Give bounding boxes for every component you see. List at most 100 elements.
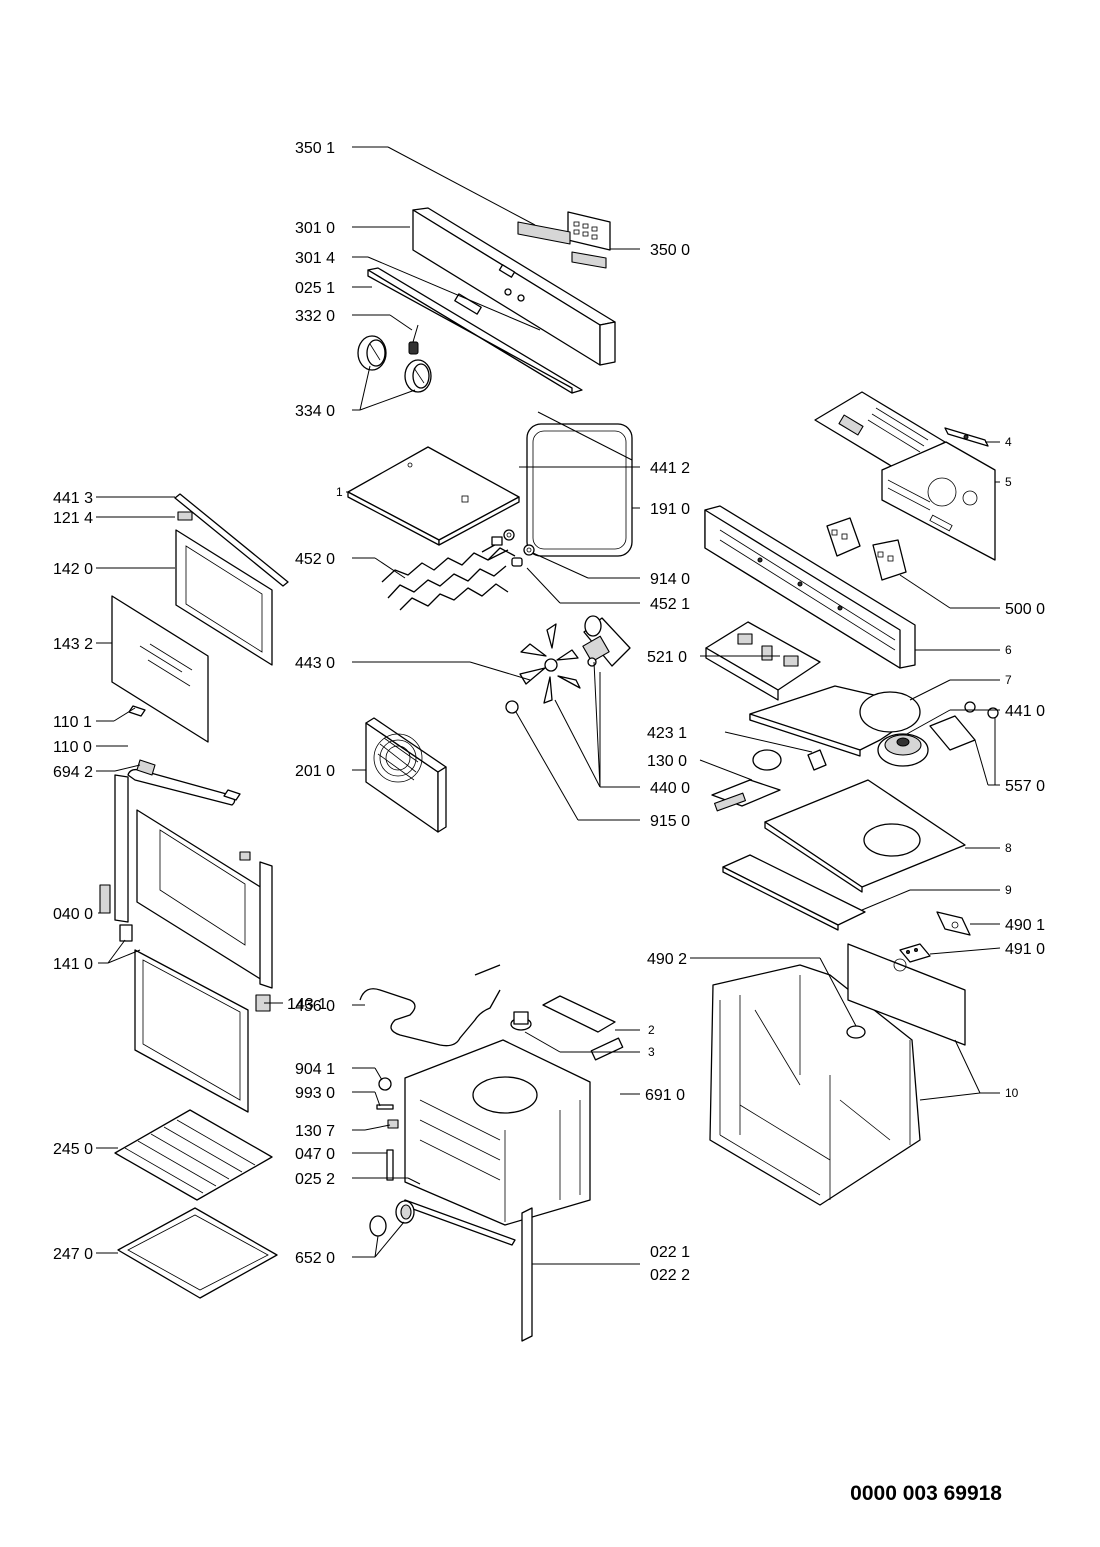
callout-5: 5 (1005, 475, 1012, 489)
callout-047-0: 047 0 (295, 1146, 335, 1163)
callout-301-4: 301 4 (295, 250, 335, 267)
terminal-block (899, 943, 931, 963)
door-handle (127, 705, 241, 806)
callout-10: 10 (1005, 1086, 1019, 1100)
thermostat-bracket (929, 701, 999, 751)
oven-cavity (404, 1039, 591, 1226)
callout-141-0: 141 0 (53, 956, 93, 973)
callout-500-0: 500 0 (1005, 601, 1045, 618)
callout-6: 6 (1005, 643, 1012, 657)
outer-door-panel (136, 809, 263, 981)
callout-040-0: 040 0 (53, 906, 93, 923)
bottom-plate-9 (722, 854, 866, 931)
lower-heating-element (359, 964, 501, 1047)
callout-441-0: 441 0 (1005, 703, 1045, 720)
callout-915-0: 915 0 (650, 813, 690, 830)
callout-490-1: 490 1 (1005, 917, 1045, 934)
door-glass (111, 595, 209, 743)
rear-cover-panel-5 (881, 441, 996, 561)
callout-1: 1 (336, 485, 343, 499)
side-rail (521, 1207, 533, 1342)
callout-247-0: 247 0 (53, 1246, 93, 1263)
callout-914-0: 914 0 (650, 571, 690, 588)
base-plate-8 (764, 779, 966, 893)
callout-022-1: 022 1 (650, 1244, 690, 1261)
callout-022-2: 022 2 (650, 1267, 690, 1284)
callout-7: 7 (1005, 673, 1012, 687)
callout-9: 9 (1005, 883, 1012, 897)
leader-lines (96, 146, 1001, 1265)
front-frame-6 (704, 505, 916, 669)
callout-557-0: 557 0 (1005, 778, 1045, 795)
callout-993-0: 993 0 (295, 1085, 335, 1102)
callout-142-0: 142 0 (53, 561, 93, 578)
callout-301-0: 301 0 (295, 220, 335, 237)
door-hinge-right (255, 861, 273, 1012)
outer-casing (709, 943, 966, 1206)
control-board (705, 621, 821, 701)
top-cover-plate (347, 446, 520, 546)
inner-door-glass-frame (175, 529, 273, 666)
electronic-modules (826, 517, 907, 581)
callout-694-2: 694 2 (53, 764, 93, 781)
callout-130-7: 130 7 (295, 1123, 335, 1140)
callout-025-2: 025 2 (295, 1171, 335, 1188)
callout-452-0: 452 0 (295, 551, 335, 568)
callout-491-0: 491 0 (1005, 941, 1045, 958)
callout-441-2: 441 2 (650, 460, 690, 477)
callout-521-0: 521 0 (647, 649, 687, 666)
callout-456-0: 456 0 (295, 998, 335, 1015)
lamp-socket-3 (510, 1011, 532, 1031)
control-panel-assembly (412, 207, 616, 366)
door-top-trim (174, 493, 289, 587)
callout-334-0: 334 0 (295, 403, 335, 420)
rear-fan-cover (365, 717, 447, 833)
callout-110-1: 110 1 (53, 714, 92, 731)
callout-245-0: 245 0 (53, 1141, 93, 1158)
callout-350-0: 350 0 (650, 242, 690, 259)
callout-4: 4 (1005, 435, 1012, 449)
callout-143-2: 143 2 (53, 636, 93, 653)
callout-121-4: 121 4 (53, 510, 93, 527)
cooling-cover-7 (749, 685, 921, 757)
callout-332-0: 332 0 (295, 308, 335, 325)
baking-tray (117, 1207, 278, 1299)
door-inner-seal (134, 949, 249, 1113)
callout-191-0: 191 0 (650, 501, 690, 518)
lamp-assembly (711, 749, 782, 812)
control-knobs-top (357, 324, 432, 393)
callout-443-0: 443 0 (295, 655, 335, 672)
callout-labels: 350 1 301 0 350 0 301 4 025 1 332 0 334 … (53, 140, 1045, 1284)
document-number: 0000 003 69918 (850, 1482, 1002, 1505)
door-switch (807, 749, 827, 771)
door-hinge-left (99, 759, 156, 942)
callout-3: 3 (648, 1045, 655, 1059)
hinge-bracket-4 (944, 427, 989, 447)
callout-452-1: 452 1 (650, 596, 690, 613)
wire-rack (114, 1109, 273, 1201)
door-gasket (526, 411, 633, 557)
display-module (517, 211, 611, 269)
lower-knobs (369, 1200, 415, 1237)
panel-support-rail (367, 267, 583, 394)
callout-350-1: 350 1 (295, 140, 335, 157)
meat-probe-socket (590, 1037, 624, 1061)
callout-025-1: 025 1 (295, 280, 335, 297)
callout-423-1: 423 1 (647, 725, 687, 742)
element-nuts (503, 529, 535, 567)
callout-2: 2 (648, 1023, 655, 1037)
fan-blade (505, 623, 581, 714)
element-bracket-2 (542, 995, 616, 1033)
fan-motor (582, 615, 631, 667)
callout-904-1: 904 1 (295, 1061, 335, 1078)
connector-490-1 (936, 911, 971, 936)
callout-440-0: 440 0 (650, 780, 690, 797)
grill-heating-element (381, 536, 516, 611)
callout-652-0: 652 0 (295, 1250, 335, 1267)
callout-143-1: 143 1 (287, 996, 327, 1013)
callout-130-0: 130 0 (647, 753, 687, 770)
cavity-small-parts (376, 1077, 399, 1181)
callout-110-0: 110 0 (53, 739, 92, 756)
callout-691-0: 691 0 (645, 1087, 685, 1104)
